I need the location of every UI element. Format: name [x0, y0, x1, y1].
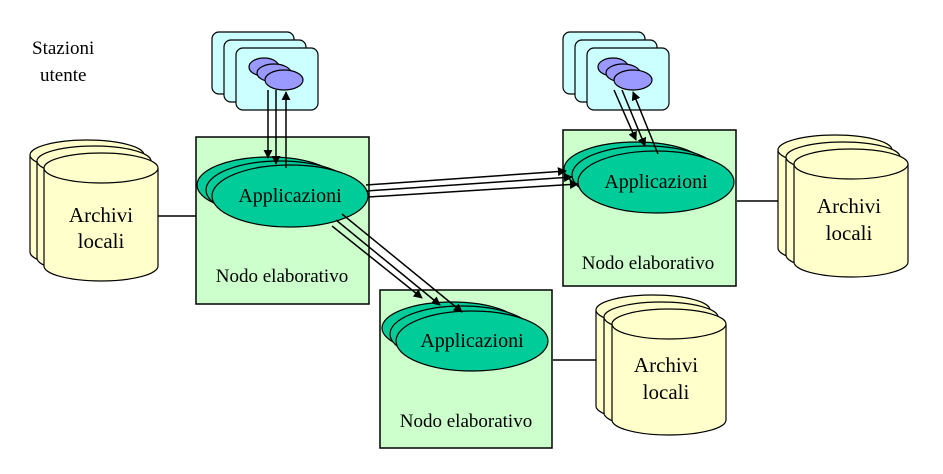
- node-2-app-label: Applicazioni: [604, 171, 708, 193]
- node-3-label: Nodo elaborativo: [400, 411, 532, 432]
- arrows-station2-node2: [613, 89, 659, 155]
- arrows-node1-node2: [365, 167, 579, 198]
- archive-3-icon: [595, 294, 727, 436]
- user-station-2-icon: [562, 31, 670, 111]
- archive-3-label-line2: locali: [643, 380, 690, 404]
- node-3-applications: [381, 301, 549, 372]
- archive-1-label-line2: locali: [78, 229, 125, 253]
- node-2-label: Nodo elaborativo: [582, 253, 714, 274]
- node-3-app-label: Applicazioni: [420, 330, 524, 352]
- user-station-1-icon: [211, 31, 319, 111]
- archive-2-label-line2: locali: [826, 221, 873, 245]
- archive-1-label-line1: Archivi: [69, 203, 133, 227]
- archive-2-label-line1: Archivi: [817, 194, 881, 218]
- archive-1-icon: [29, 139, 159, 282]
- arrows-station1-node1: [263, 90, 291, 168]
- user-stations-label-line1: Stazioni: [32, 38, 94, 59]
- arrows-node1-node3: [331, 213, 463, 313]
- node-1-label: Nodo elaborativo: [216, 266, 348, 287]
- archive-2-icon: [777, 134, 909, 278]
- node-1-app-label: Applicazioni: [238, 185, 342, 207]
- node-1-applications: [196, 156, 369, 228]
- node-2-applications: [563, 141, 735, 214]
- archive-3-label-line1: Archivi: [634, 353, 698, 377]
- user-stations-label-line2: utente: [40, 65, 86, 86]
